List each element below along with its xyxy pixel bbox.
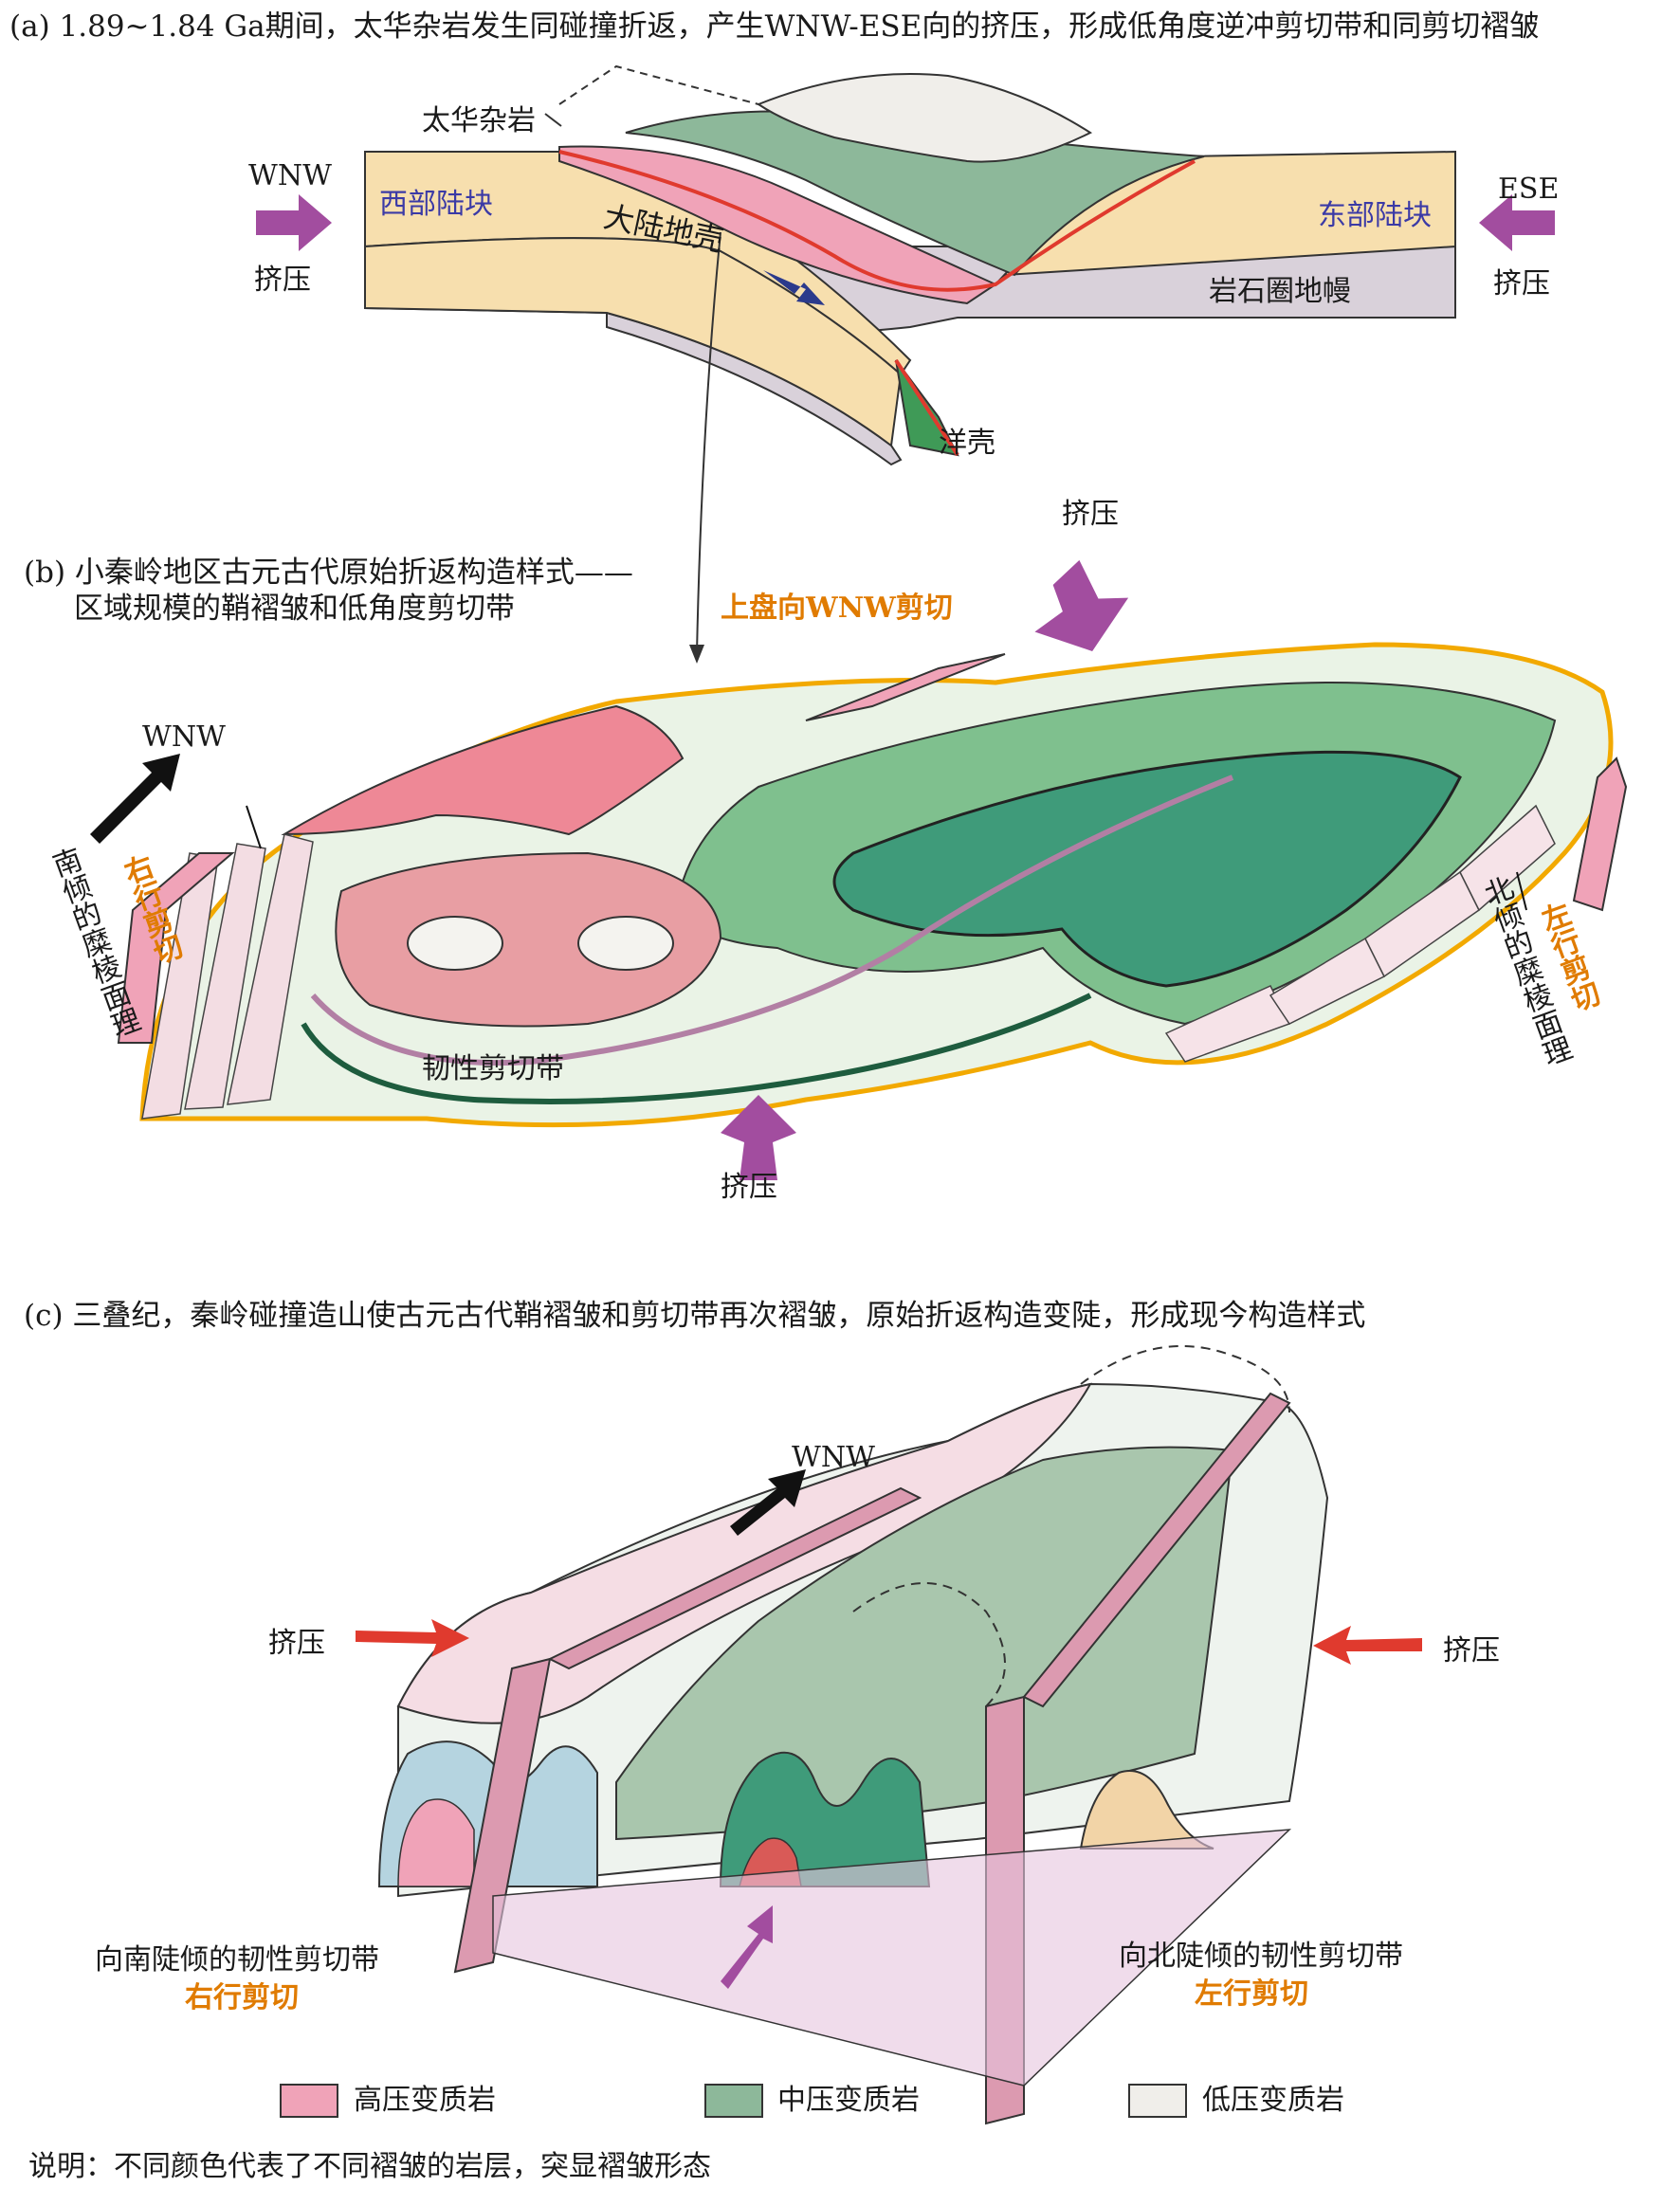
panel-c-caption: (c) 三叠纪，秦岭碰撞造山使古元古代鞘褶皱和剪切带再次褶皱，原始折返构造变陡，…: [24, 1299, 1366, 1333]
label-right-lateral-c: 右行剪切: [185, 1981, 299, 2014]
legend-swatch-medium: [704, 2084, 763, 2118]
inner-fold-arc: [852, 1582, 1006, 1707]
legend-swatch-low: [1128, 2084, 1187, 2118]
label-compress-left-c: 挤压: [268, 1627, 325, 1660]
slab-edge-line: [894, 358, 959, 457]
panel-a-caption: (a) 1.89~1.84 Ga期间，太华杂岩发生同碰撞折返，产生WNW-ESE…: [9, 9, 1540, 44]
blue-shear-arrow: [763, 270, 825, 305]
thrust-line: [558, 150, 1196, 292]
label-north-steep-zone: 向北陡倾的韧性剪切带: [1119, 1940, 1403, 1973]
west-crust-lower: [364, 237, 903, 447]
legend-swatch-high: [280, 2084, 338, 2118]
base-section: [492, 1829, 1292, 2087]
arrow-compress-right-c: [1313, 1626, 1422, 1665]
label-left-lateral-c: 左行剪切: [1195, 1977, 1308, 2011]
legend-label-low: 低压变质岩: [1202, 2084, 1344, 2117]
south-plate-top: [547, 1486, 922, 1670]
label-south-steep-zone: 向南陡倾的韧性剪切带: [95, 1943, 379, 1977]
right-foliation-blocks: [1164, 804, 1556, 1063]
sheath-eye-right: [577, 916, 674, 971]
pointer-left-foliation: [246, 805, 262, 849]
west-folded-pink: [397, 1798, 475, 1887]
label-compress-right-c: 挤压: [1443, 1634, 1500, 1667]
label-compress-bottom-b: 挤压: [721, 1171, 777, 1204]
label-compress-left-a: 挤压: [254, 264, 311, 297]
pointer-right-foliation: [1516, 871, 1527, 911]
label-east-block: 东部陆块: [1318, 199, 1432, 232]
north-plate-top: [1022, 1392, 1291, 1708]
arrow-wnw-b: [90, 754, 180, 844]
panel-b-caption-line1: (b) 小秦岭地区古元古代原始折返构造样式——: [24, 556, 633, 590]
arrow-left-wnw: [256, 194, 332, 251]
legend-label-medium: 中压变质岩: [777, 2084, 920, 2117]
arrow-compress-top-b: [1034, 559, 1129, 651]
right-shear-plate: [1572, 756, 1628, 912]
east-folded-layers: [1079, 1770, 1214, 1850]
arrow-compress-bottom-c: [721, 1905, 773, 1989]
eroded-fold-arc: [1080, 1345, 1290, 1413]
pointer-to-panel-b: [696, 231, 721, 655]
sheath-left-lobe: [335, 851, 722, 1028]
low-pressure-unit: [756, 73, 1093, 163]
sheath-teal-core: [832, 750, 1462, 988]
arrow-compress-left-c: [356, 1619, 469, 1657]
top-shear-plate: [805, 653, 1006, 721]
left-foliation-fan: [141, 833, 314, 1120]
left-shear-plate: [117, 852, 235, 1044]
label-ductile-shear-zone: 韧性剪切带: [422, 1052, 564, 1085]
label-taihua: 太华杂岩: [422, 104, 536, 137]
label-wnw-c: WNW: [792, 1441, 875, 1474]
label-wnw-b: WNW: [142, 720, 226, 754]
ductile-shear-band: [310, 774, 1234, 1066]
west-pink-slab: [396, 1382, 1092, 1724]
label-ocean-crust: 洋壳: [939, 427, 995, 460]
label-compress-top-b: 挤压: [1062, 498, 1119, 531]
sheath-pink-zone: [281, 704, 685, 836]
label-mantle: 岩石圈地幔: [1209, 275, 1351, 308]
label-ese: ESE: [1498, 173, 1560, 206]
sheath-eye-left: [407, 916, 503, 971]
bottom-green-rim: [301, 993, 1092, 1104]
label-wnw-a: WNW: [248, 159, 332, 192]
footnote: 说明：不同颜色代表了不同褶皱的岩层，突显褶皱形态: [28, 2150, 711, 2183]
pointer-arrowhead: [689, 645, 704, 664]
arrow-compress-bottom-b: [721, 1095, 796, 1180]
arrow-wnw-c: [730, 1469, 806, 1536]
legend-label-high: 高压变质岩: [354, 2084, 496, 2117]
south-shear-plate: [453, 1657, 552, 1974]
taihua-pointer: [544, 113, 562, 127]
label-compress-right-a: 挤压: [1493, 267, 1550, 301]
panel-b-caption-line2: 区域规模的鞘褶皱和低角度剪切带: [74, 592, 515, 626]
label-shear-top-wnw: 上盘向WNW剪切: [721, 592, 953, 625]
taihua-outline: [558, 64, 759, 105]
label-west-block: 西部陆块: [379, 188, 493, 221]
arrow-right-ese: [1479, 194, 1555, 251]
